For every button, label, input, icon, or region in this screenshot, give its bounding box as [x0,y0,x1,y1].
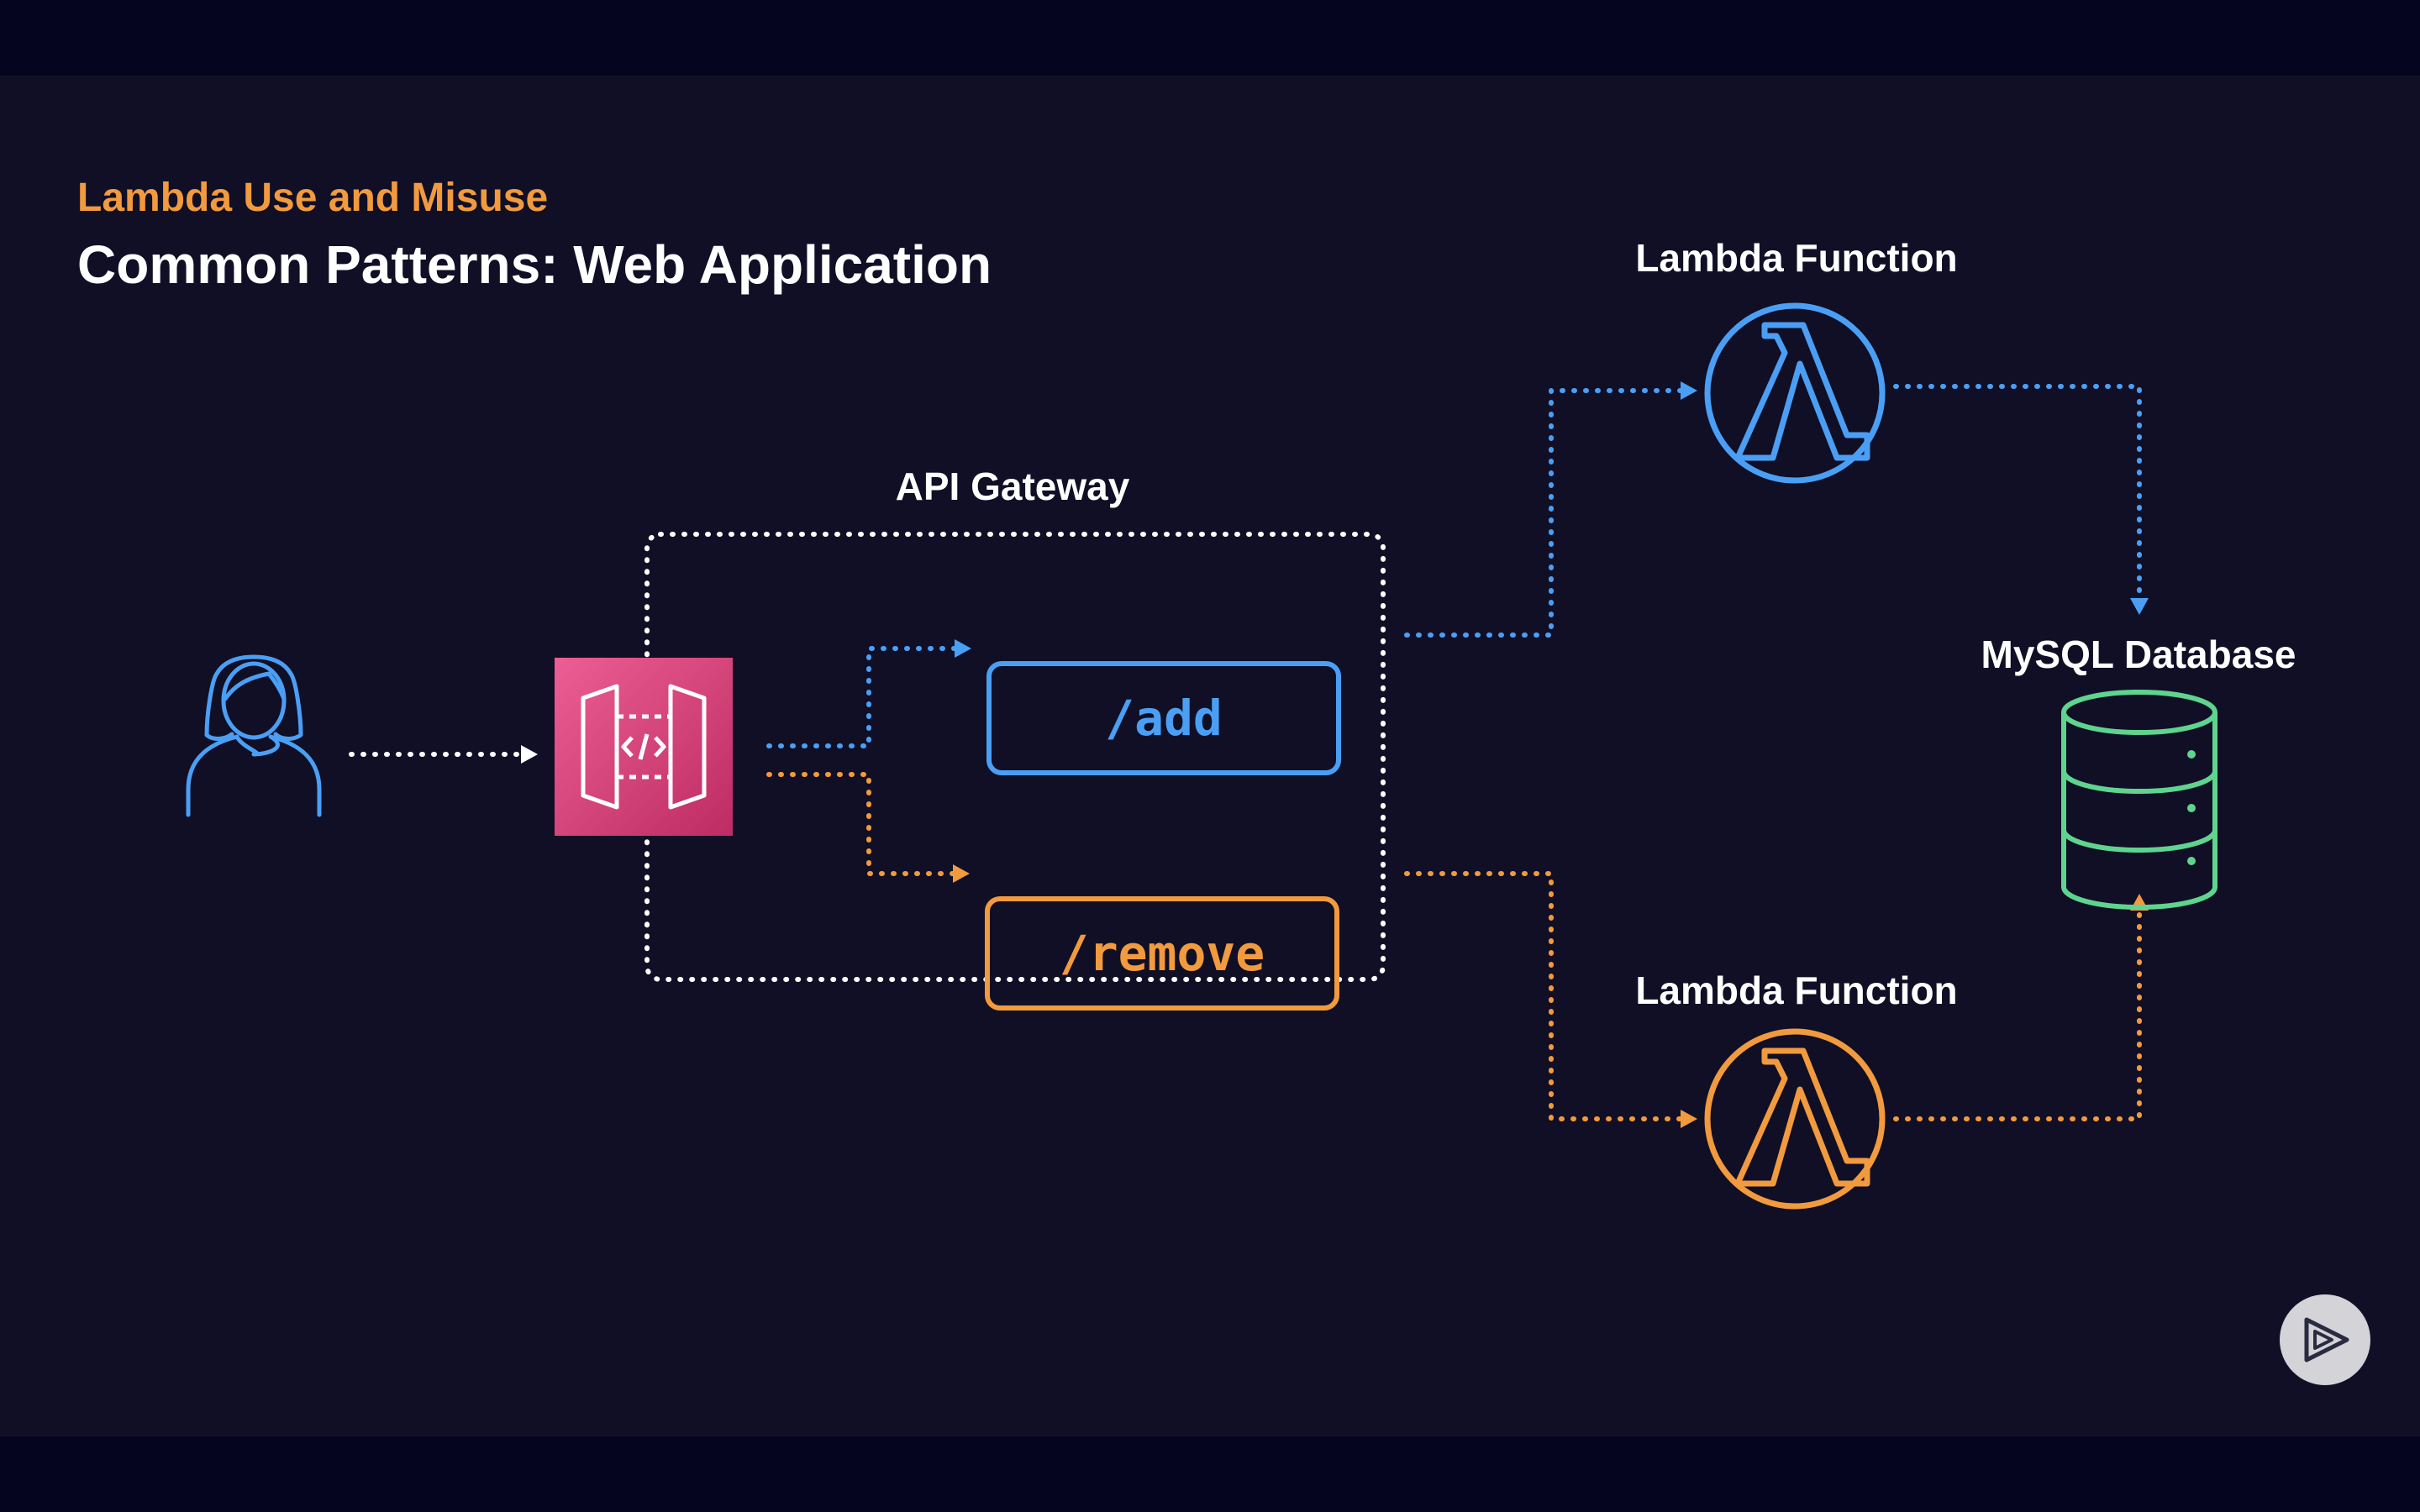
gateway-to-remove-connector [766,772,959,876]
play-button[interactable] [2280,1294,2370,1385]
route-remove-box: /remove [985,896,1339,1011]
lambda-top-to-database-arrowhead [2130,598,2149,615]
add-to-lambda-connector [1404,388,1686,638]
database-label: MySQL Database [1981,633,2296,676]
api-gateway-label: API Gateway [895,465,1130,508]
add-to-lambda-arrowhead [1681,381,1697,400]
gateway-to-add-connector [766,646,960,748]
slide: Lambda Use and Misuse Common Patterns: W… [0,76,2420,1436]
lambda-bottom-label: Lambda Function [1635,969,1958,1012]
play-icon [2304,1317,2349,1362]
gateway-to-remove-arrowhead [953,864,970,883]
lambda-icon [1704,1028,1886,1210]
api-gateway-icon [555,658,733,836]
lambda-top-label: Lambda Function [1635,236,1958,280]
slide-title: Common Patterns: Web Application [77,234,992,295]
remove-to-lambda-connector [1404,871,1686,1121]
route-remove-label: /remove [1059,925,1265,982]
lambda-top-to-database-connector [1893,384,2142,602]
user-icon [186,654,322,817]
lambda-bottom-to-database-connector [1893,906,2142,1121]
user-to-gateway-arrowhead [521,745,538,764]
route-add-label: /add [1105,690,1223,747]
database-icon [2061,690,2217,910]
course-subtitle: Lambda Use and Misuse [77,176,549,220]
route-add-box: /add [986,661,1341,775]
lambda-icon [1704,302,1886,484]
architecture-diagram [186,302,2217,1210]
remove-to-lambda-arrowhead [1681,1110,1697,1128]
gateway-to-add-arrowhead [955,639,971,658]
